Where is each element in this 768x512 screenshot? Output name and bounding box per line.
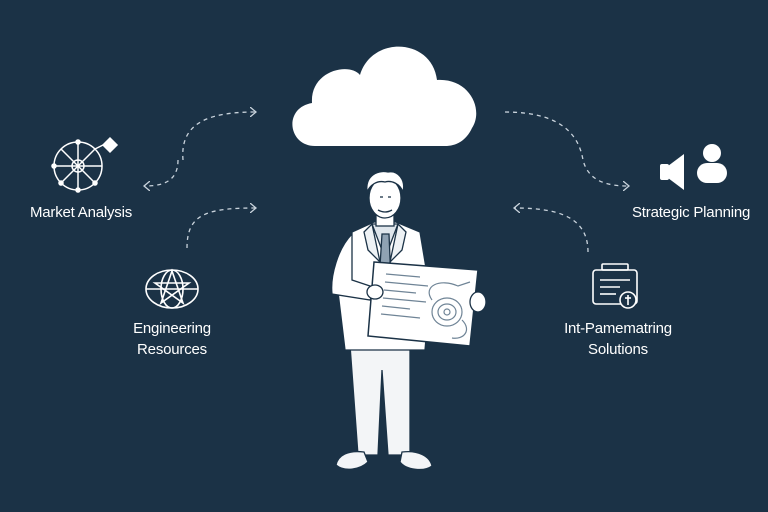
solutions-line2: Solutions (588, 341, 648, 358)
engineering-resources-label: Engineering Resources (112, 318, 232, 360)
arrow-solutions-to-center (515, 208, 589, 253)
solutions-line1: Int-Pamematring (564, 320, 672, 337)
blueprint-board (366, 261, 487, 347)
cloud-icon (292, 46, 477, 146)
market-analysis-label: Market Analysis (30, 204, 133, 221)
megaphone-person-icon (660, 144, 727, 190)
arrow-engineering-to-center (186, 208, 255, 249)
arrow-to-market-analysis (145, 159, 179, 186)
engineering-resources-line1: Engineering (133, 320, 211, 337)
document-card-icon (592, 263, 638, 309)
arrow-to-cloud-left (182, 112, 255, 161)
arrow-cloud-to-strategic (504, 111, 628, 186)
globe-pentagram-icon (145, 268, 199, 309)
strategic-planning-label: Strategic Planning (632, 204, 751, 221)
solutions-label: Int-Pamematring Solutions (546, 318, 690, 360)
engineering-resources-line2: Resources (137, 341, 207, 358)
connector-arrows (145, 111, 628, 253)
network-wheel-icon (51, 136, 119, 193)
